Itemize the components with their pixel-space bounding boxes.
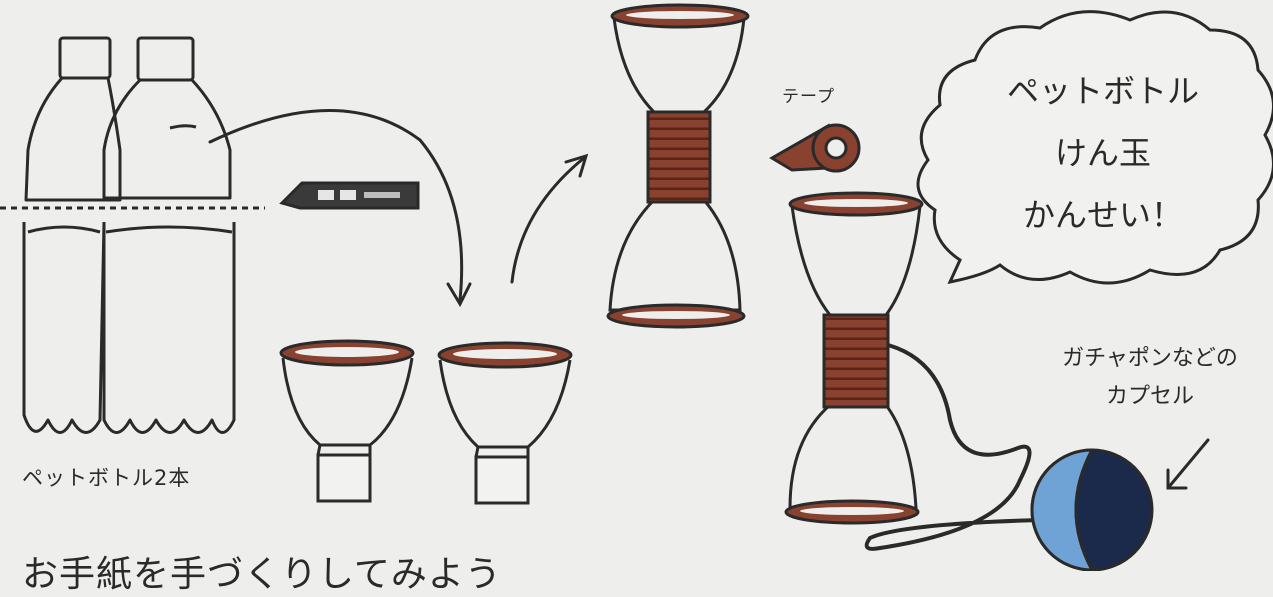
cut-bottle-tops: [281, 341, 571, 503]
bottom-partial-text: お手紙を手づくりしてみよう: [22, 545, 502, 597]
bottles-label: ペットボトル2本: [22, 462, 190, 492]
cut-top-right: [439, 343, 571, 503]
bottle-back: [24, 38, 120, 433]
tape-roll-icon: [772, 125, 859, 171]
bubble-text: ペットボトル けん玉 かんせい！: [988, 60, 1218, 246]
bottle-front: [28, 38, 234, 433]
capsule-label-line-2: カプセル: [1030, 378, 1270, 416]
capsule-label: ガチャポンなどの カプセル: [1030, 340, 1270, 416]
capsule-ball-icon: [1032, 450, 1152, 570]
cut-top-left: [281, 341, 413, 501]
bubble-line-2: けん玉: [988, 122, 1218, 184]
tape-label: テープ: [782, 82, 835, 107]
box-cutter-icon: [282, 183, 418, 208]
capsule-pointer-arrow: [1168, 440, 1208, 488]
two-bottles-illustration: [0, 38, 265, 433]
assembled-bottles: [608, 5, 748, 327]
capsule-label-line-1: ガチャポンなどの: [1030, 340, 1270, 378]
bubble-line-1: ペットボトル: [988, 60, 1218, 122]
bubble-line-3: かんせい！: [988, 184, 1218, 246]
